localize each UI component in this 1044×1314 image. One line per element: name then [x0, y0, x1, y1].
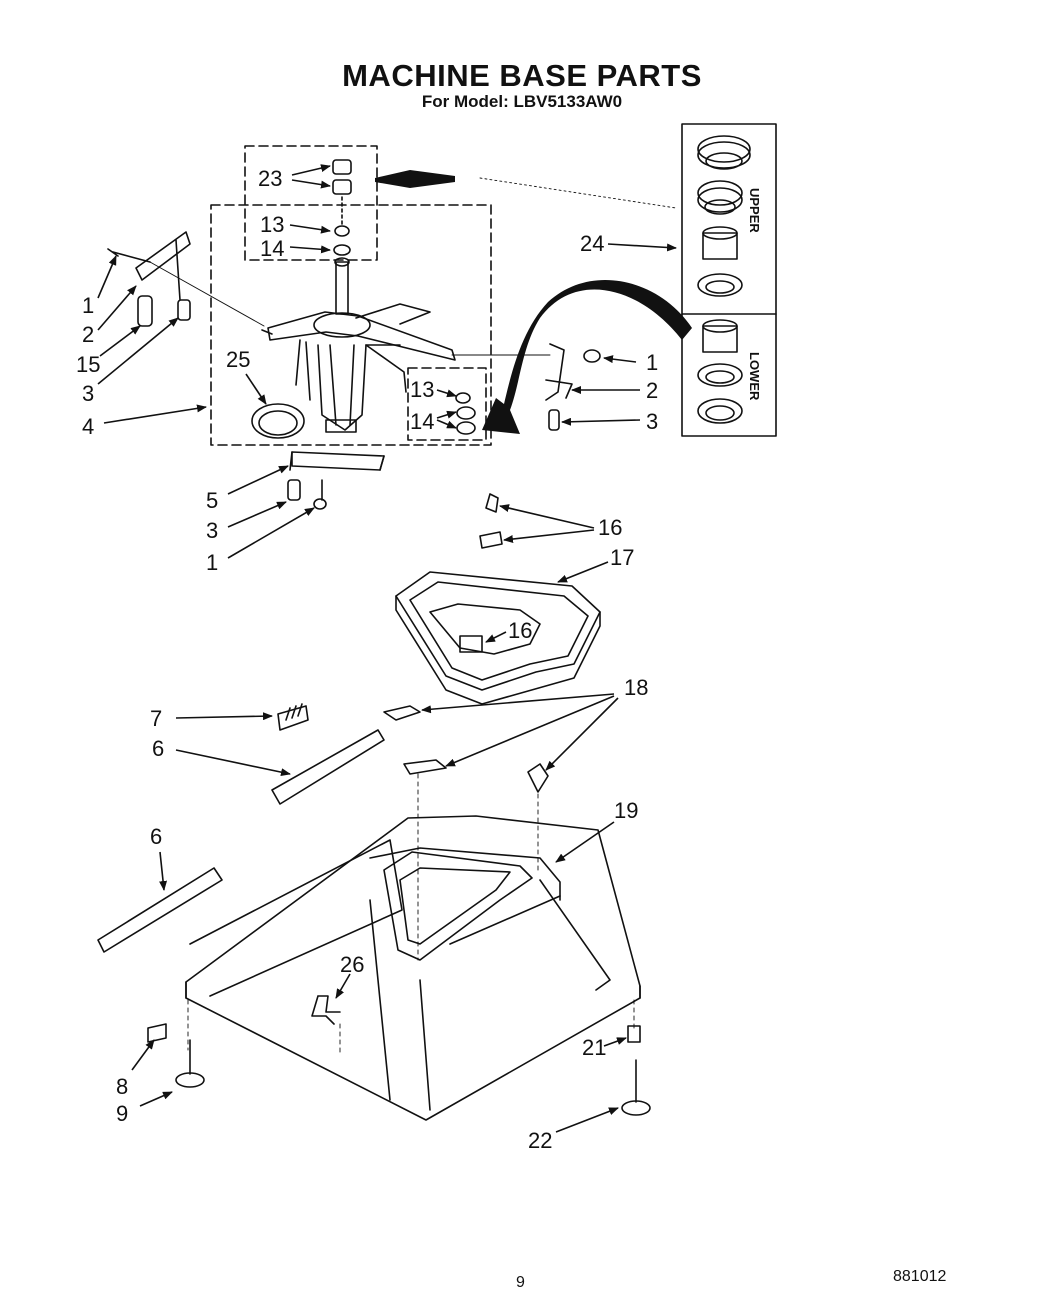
callout-14: 14 — [410, 409, 434, 434]
callout-18: 18 — [624, 675, 648, 700]
callout-2: 2 — [646, 378, 658, 403]
large-arrow-upper — [375, 170, 455, 188]
callout-13: 13 — [410, 377, 434, 402]
callout-6: 6 — [150, 824, 162, 849]
callout-24: 24 — [580, 231, 604, 256]
machine-base-frame — [185, 773, 641, 1121]
callout-2: 2 — [82, 322, 94, 347]
callout-7: 7 — [150, 706, 162, 731]
callout-4: 4 — [82, 414, 94, 439]
callout-15: 15 — [76, 352, 100, 377]
callout-26: 26 — [340, 952, 364, 977]
callout-8: 8 — [116, 1074, 128, 1099]
figure-code: 881012 — [893, 1268, 947, 1285]
callout-6: 6 — [152, 736, 164, 761]
callout-23: 23 — [258, 166, 282, 191]
callout-1: 1 — [206, 550, 218, 575]
bearing-stack — [332, 159, 352, 256]
callout-1: 1 — [646, 350, 658, 375]
leader-lines — [97, 164, 677, 1133]
callout-5: 5 — [206, 488, 218, 513]
reference-line — [479, 177, 677, 209]
callout-17: 17 — [610, 545, 634, 570]
model-subtitle: For Model: LBV5133AW0 — [421, 92, 623, 111]
page-title: MACHINE BASE PARTS — [342, 58, 702, 93]
callout-3: 3 — [206, 518, 218, 543]
callout-16: 16 — [508, 618, 532, 643]
left-bracket-hardware — [107, 231, 265, 327]
spring-clip — [311, 995, 341, 1057]
callout-13: 13 — [260, 212, 284, 237]
bearing-kit-inset — [681, 123, 777, 437]
callout-14: 14 — [260, 236, 284, 261]
large-arrow-lower — [482, 279, 692, 434]
leveling-legs — [147, 1023, 651, 1116]
small-parts — [97, 703, 549, 953]
page-number: 9 — [516, 1274, 525, 1291]
callout-25: 25 — [226, 347, 250, 372]
callout-1: 1 — [82, 293, 94, 318]
callout-3: 3 — [82, 381, 94, 406]
bearing-inset-box — [210, 145, 492, 446]
callout-19: 19 — [614, 798, 638, 823]
callout-22: 22 — [528, 1128, 552, 1153]
lower-label: LOWER — [747, 352, 762, 401]
callout-16: 16 — [598, 515, 622, 540]
callout-21: 21 — [582, 1035, 606, 1060]
callout-3: 3 — [646, 409, 658, 434]
tub-support-frame — [395, 493, 601, 705]
seal-ring — [251, 403, 305, 439]
gearcase-assembly — [261, 257, 476, 435]
right-bracket-hardware — [451, 343, 601, 431]
lower-bracket-hardware — [287, 451, 385, 510]
upper-label: UPPER — [747, 188, 762, 233]
callout-9: 9 — [116, 1101, 128, 1126]
